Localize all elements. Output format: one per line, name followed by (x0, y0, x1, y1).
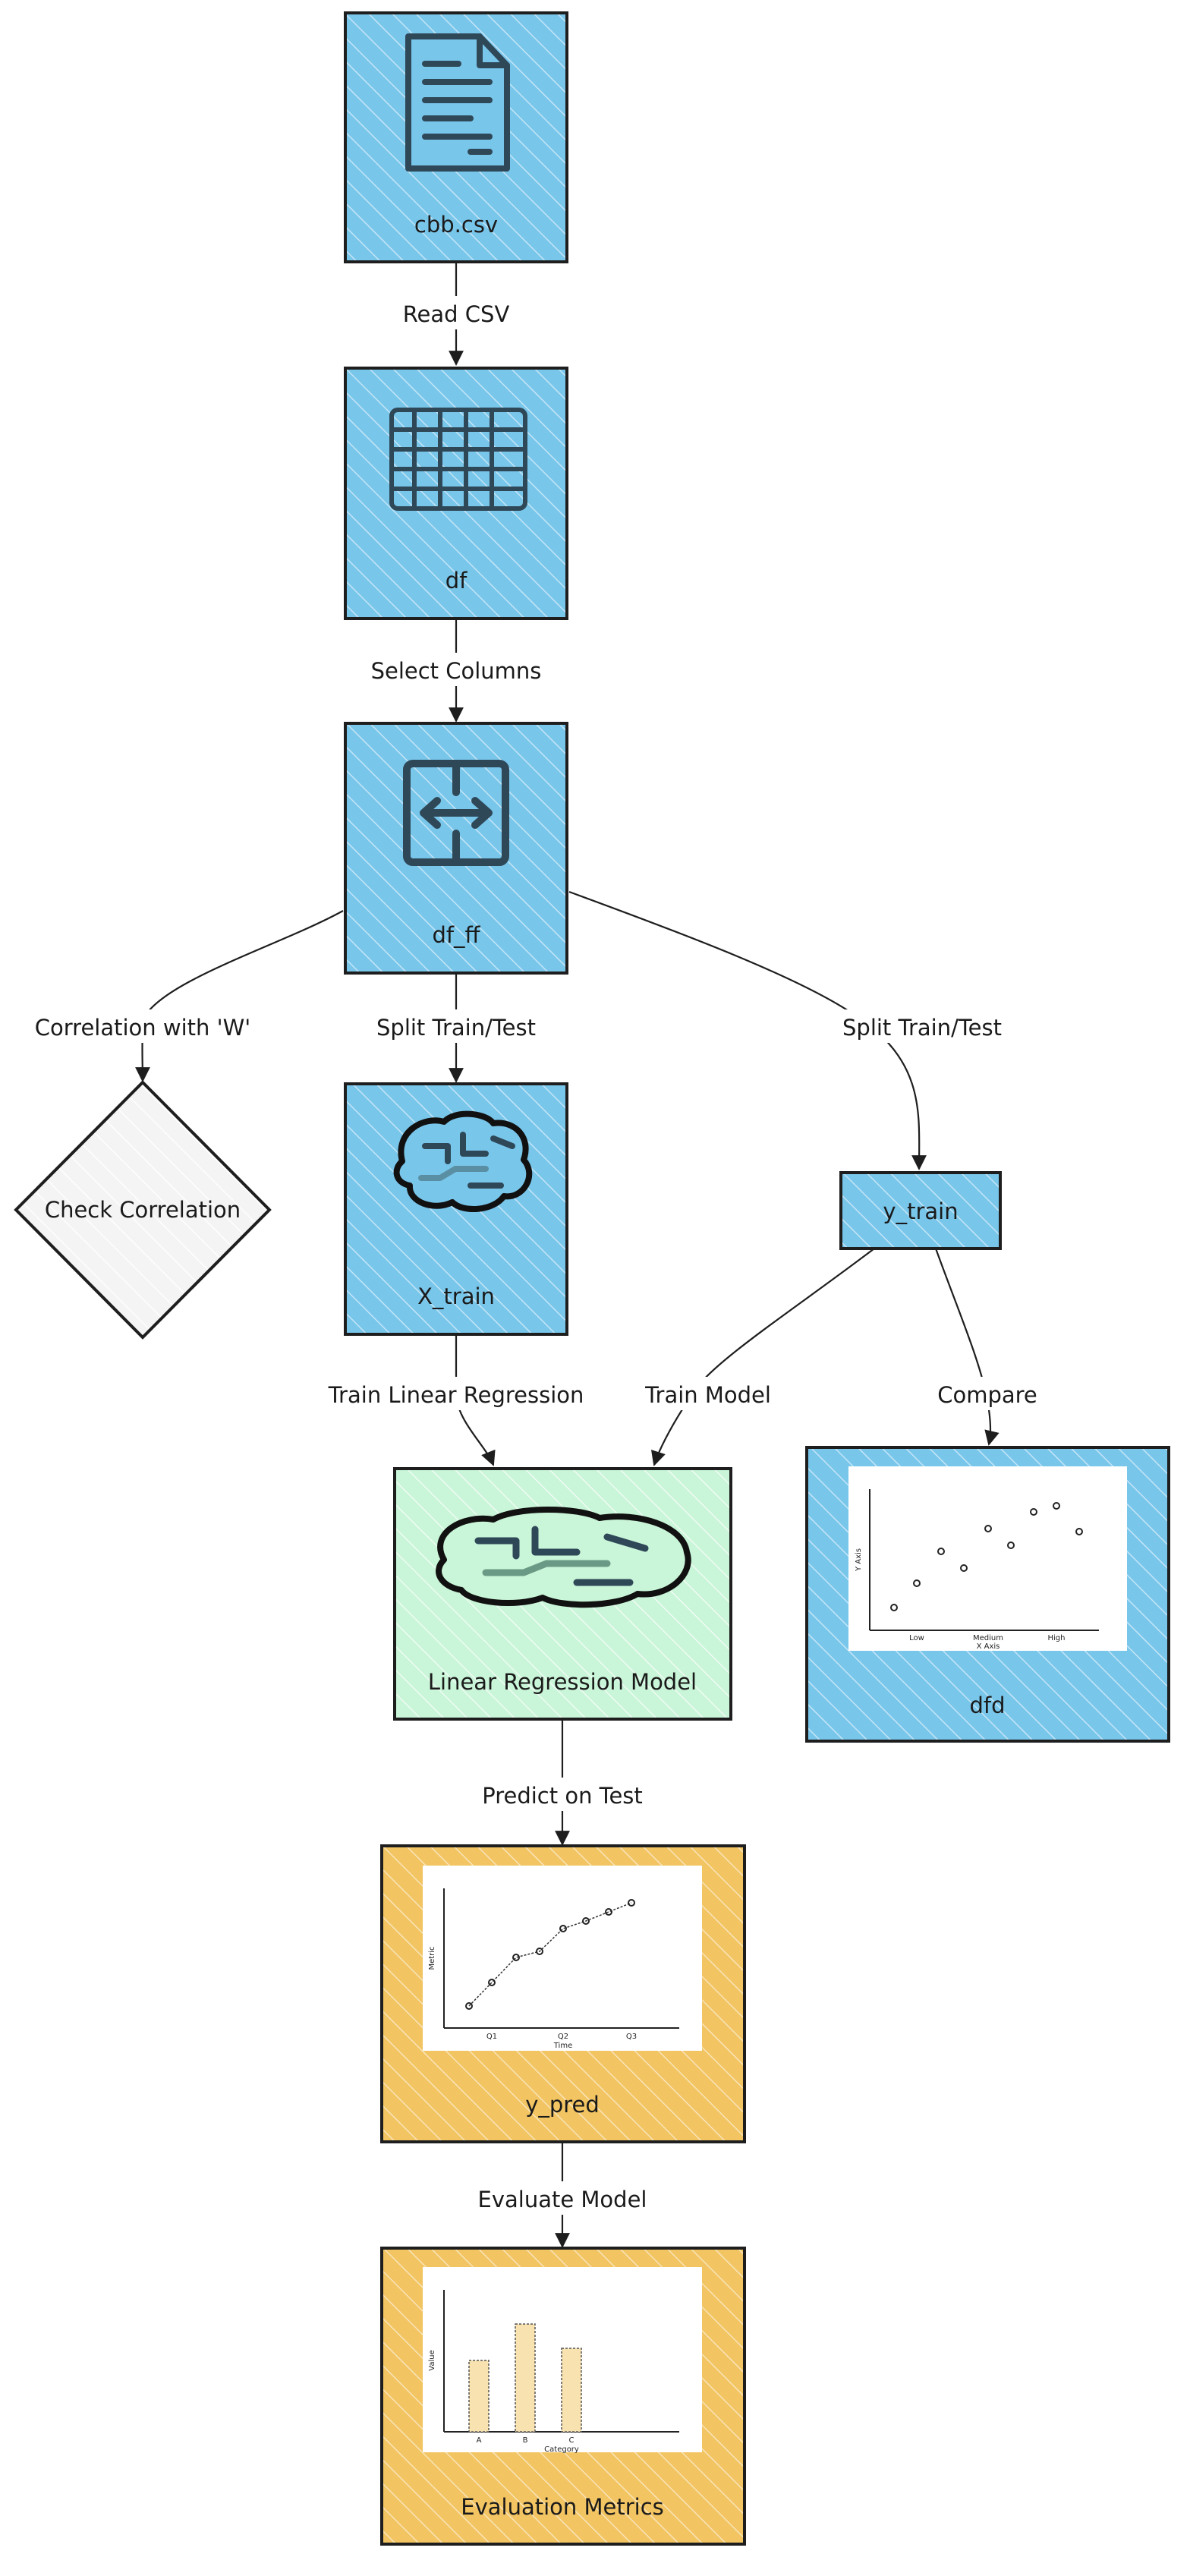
node-label: y_train (883, 1198, 958, 1224)
brain-icon (393, 1110, 533, 1212)
edge-labels: Read CSV Select Columns Correlation with… (30, 296, 1040, 2215)
bar-chart-icon: A B C Category Value (423, 2267, 702, 2454)
edge-correlation-w (135, 910, 344, 1082)
tick-label: Medium (973, 1634, 1003, 1642)
tick-label: Q1 (486, 2033, 497, 2041)
edge-label-evaluate-model: Evaluate Model (478, 2187, 647, 2212)
edge-label-read-csv: Read CSV (403, 301, 510, 327)
edge-label-compare: Compare (937, 1382, 1037, 1408)
node-label: dfd (969, 1693, 1005, 1718)
tick-label: B (523, 2436, 528, 2445)
tick-label: High (1048, 1634, 1066, 1642)
axis-label-x: X Axis (977, 1642, 1000, 1651)
node-df[interactable]: df (344, 367, 568, 620)
node-label: df_ff (432, 922, 480, 948)
edge-label-predict-test: Predict on Test (482, 1783, 643, 1809)
node-y-pred[interactable]: Q1 Q2 Q3 Time Metric y_pred (380, 1844, 746, 2143)
node-label: Check Correlation (45, 1197, 241, 1223)
axis-label-y: Metric (428, 1946, 436, 1970)
edge-train-model (651, 1248, 875, 1466)
node-label: cbb.csv (414, 212, 498, 238)
node-label: X_train (417, 1283, 495, 1309)
split-arrows-icon (403, 760, 509, 866)
tick-label: A (477, 2436, 482, 2445)
edge-compare (934, 1248, 1000, 1446)
document-icon (405, 33, 510, 172)
axis-label-x: Time (553, 2042, 572, 2050)
node-evaluation-metrics[interactable]: A B C Category Value Evaluation Metrics (380, 2247, 746, 2546)
edge-label-train-model: Train Model (644, 1382, 771, 1408)
edge-label-select-columns: Select Columns (371, 658, 542, 684)
tick-label: Q2 (558, 2033, 568, 2041)
scatter-chart-icon: Low Medium High X Axis Y Axis (848, 1466, 1127, 1651)
edge-label-train-lr: Train Linear Regression (328, 1382, 584, 1408)
node-label: y_pred (525, 2092, 600, 2118)
edge-label-split-y: Split Train/Test (842, 1015, 1002, 1041)
node-linear-regression-model[interactable]: Linear Regression Model (393, 1467, 732, 1721)
tick-label: Low (909, 1634, 924, 1642)
node-label: Evaluation Metrics (461, 2494, 664, 2520)
line-chart-icon: Q1 Q2 Q3 Time Metric (423, 1866, 702, 2051)
tick-label: C (569, 2436, 575, 2445)
node-y-train[interactable]: y_train (839, 1171, 1002, 1250)
node-x-train[interactable]: X_train (344, 1082, 568, 1336)
node-df-ff[interactable]: df_ff (344, 722, 568, 975)
node-label: Linear Regression Model (428, 1669, 697, 1695)
axis-label-y: Y Axis (855, 1548, 863, 1572)
node-dfd[interactable]: Low Medium High X Axis Y Axis dfd (805, 1446, 1170, 1743)
edge-split-y (568, 890, 927, 1170)
brain-icon (436, 1507, 691, 1608)
edge-label-split-x: Split Train/Test (376, 1015, 536, 1041)
edge-label-correlation-w: Correlation with 'W' (35, 1015, 251, 1041)
node-check-correlation[interactable]: Check Correlation (14, 1080, 272, 1340)
axis-label-y: Value (428, 2350, 436, 2370)
table-icon (389, 408, 527, 511)
axis-label-x: Category (544, 2445, 579, 2454)
node-cbb-csv[interactable]: cbb.csv (344, 11, 568, 263)
tick-label: Q3 (626, 2033, 637, 2041)
node-label: df (445, 568, 468, 594)
